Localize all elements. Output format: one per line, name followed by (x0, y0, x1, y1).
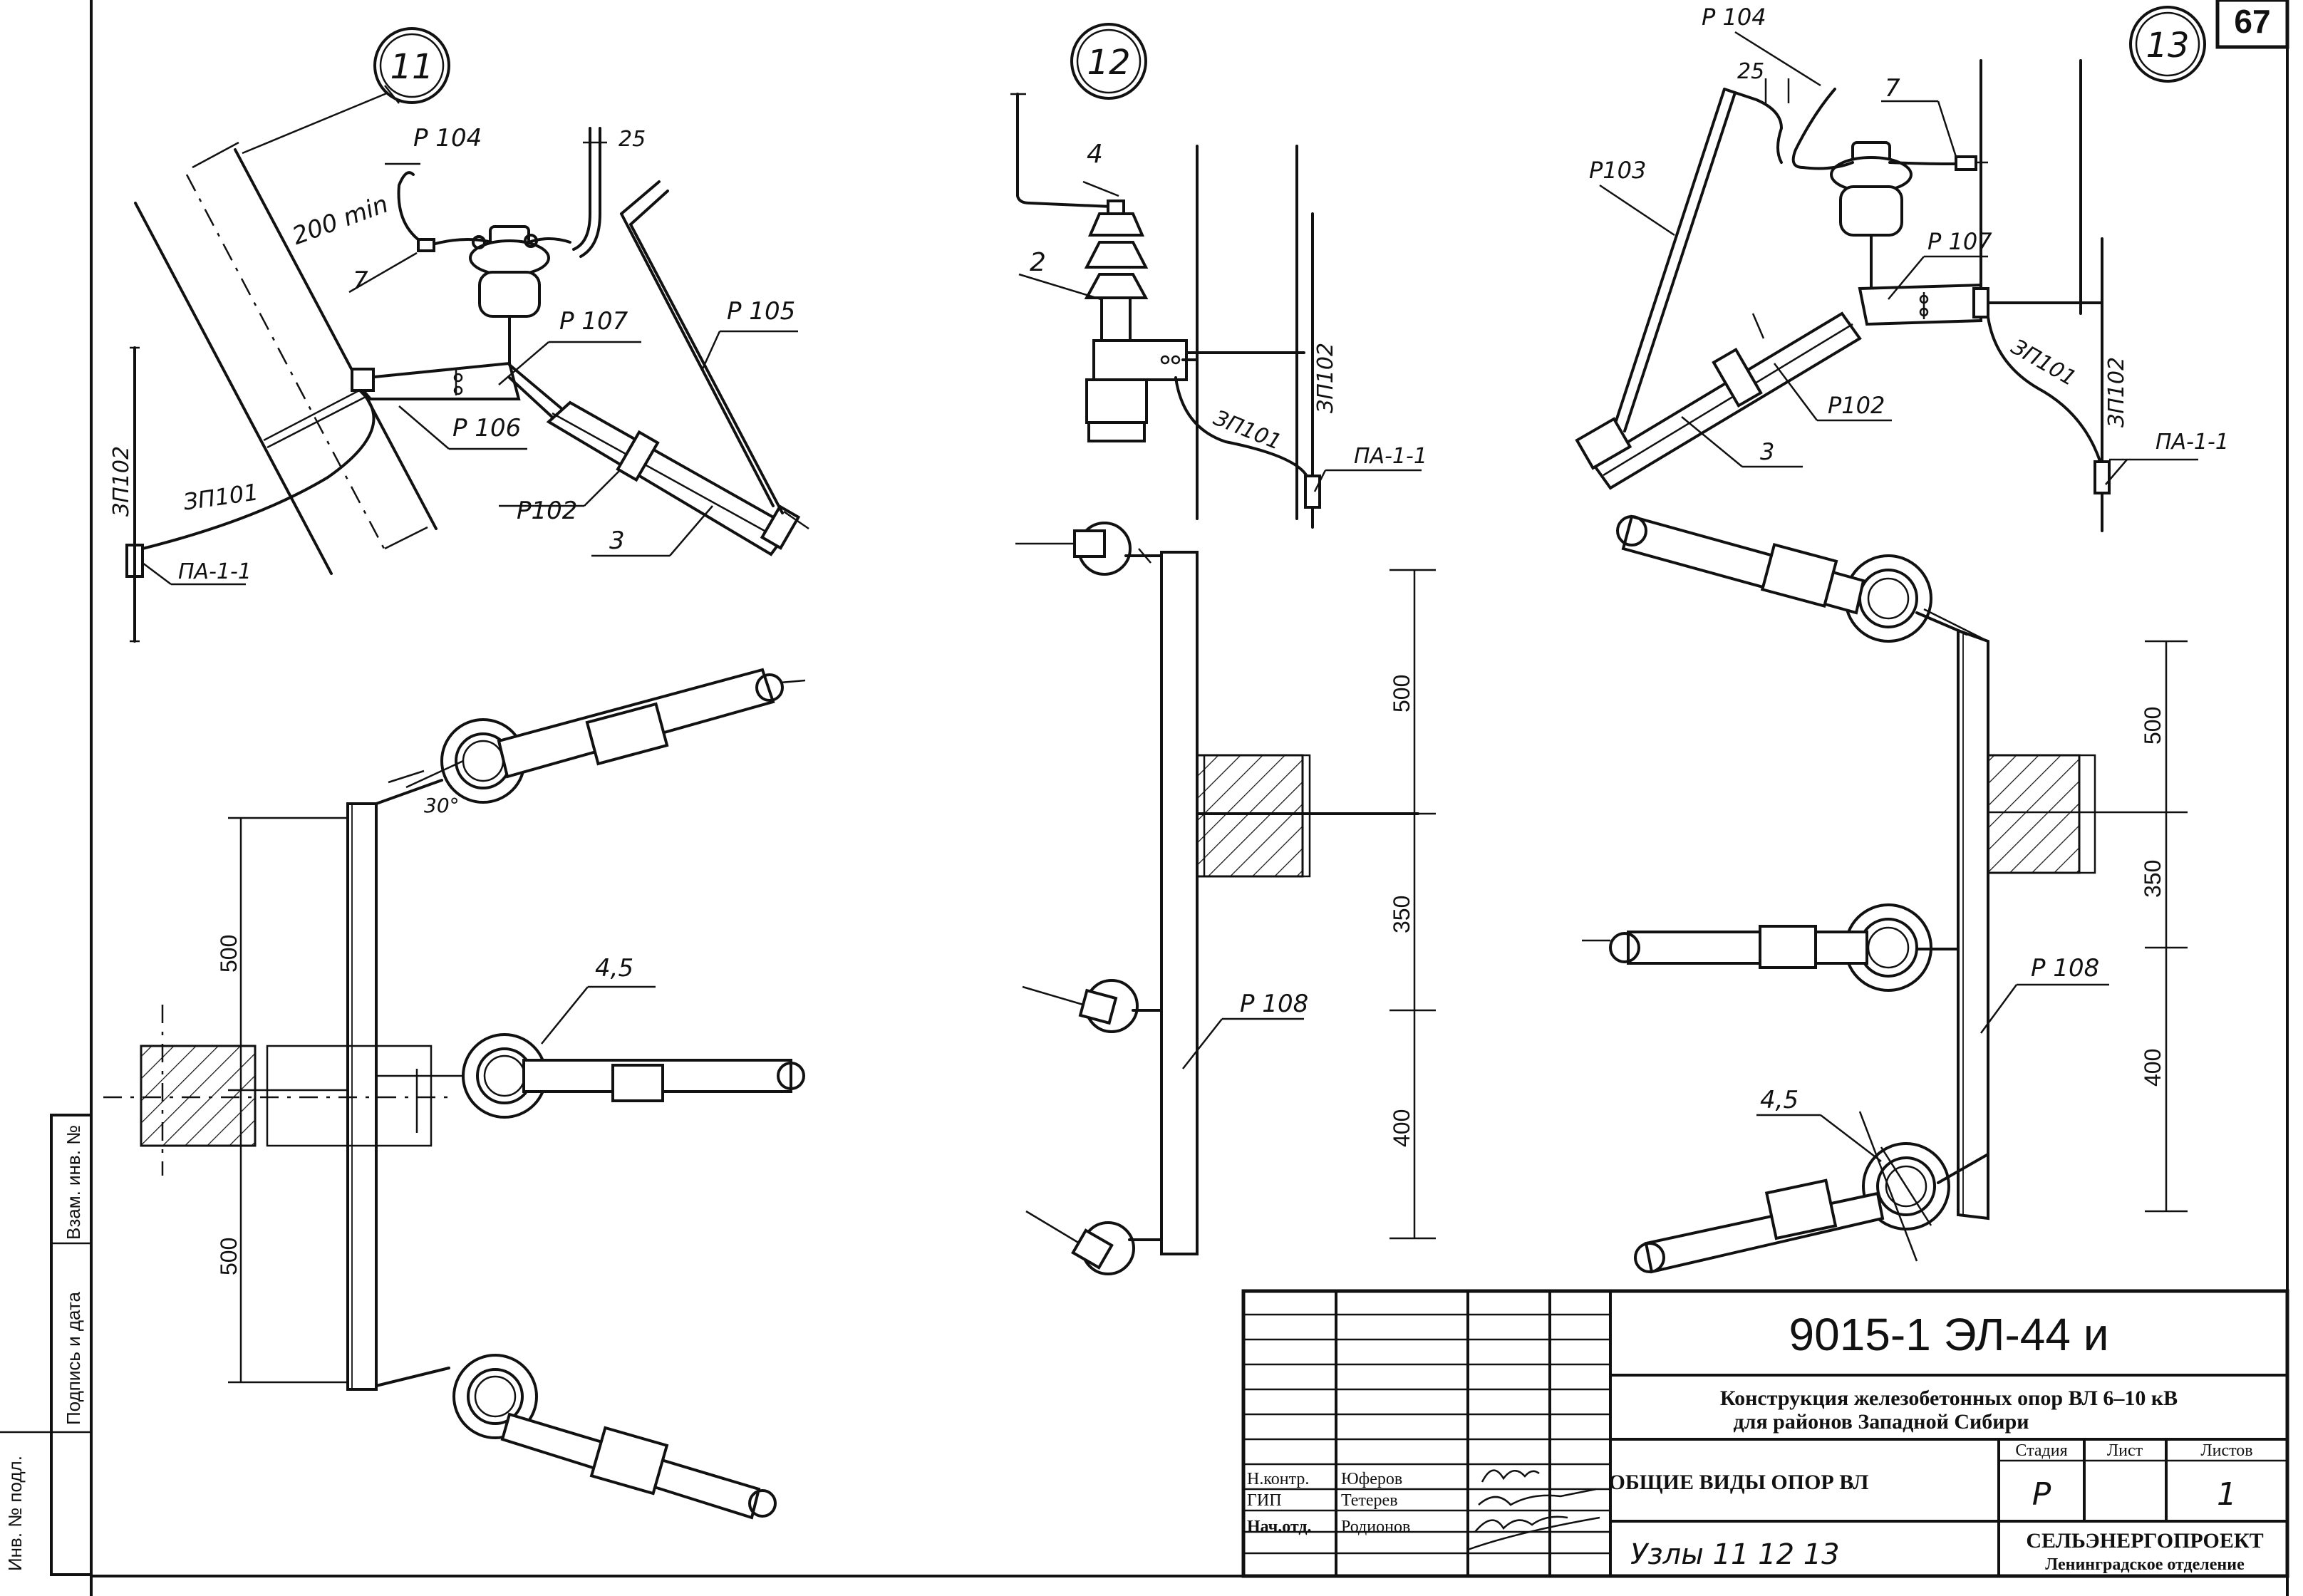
role-nachotd: Нач.отд. (1247, 1518, 1312, 1536)
label-p104: Р 104 (413, 124, 482, 152)
insulator-13: 7 (1801, 74, 1988, 294)
document-code: 9015-1 ЭЛ-44 и (1789, 1309, 2109, 1360)
node-12-label: 12 (1087, 43, 1130, 83)
label-zp101-13: ЗП101 (2007, 334, 2080, 391)
dim-500-lower: 500 (216, 1238, 242, 1275)
view-12-elevation: 4 2 ЗП101 ЗП102 ПА-1-1 (1010, 93, 1427, 529)
node-12-marker: 12 (1070, 23, 1147, 100)
insulator-12-plan-lower (1025, 1210, 1163, 1275)
node-13-label: 13 (2146, 26, 2189, 66)
inclined-pole-11 (134, 141, 438, 575)
drawing-title: ОБЩИЕ ВИДЫ ОПОР ВЛ (1609, 1471, 1869, 1494)
name-yuferov: Юферов (1341, 1470, 1402, 1488)
sidebar-vzam: Взам. инв. № (63, 1125, 84, 1240)
label-p107-13: Р 107 (1927, 228, 1992, 255)
sheet-header: Лист (2107, 1441, 2143, 1460)
arrester-13-plan-upper (1616, 514, 1989, 643)
label-25-13: 25 (1737, 59, 1764, 84)
sidebar-inv: Инв. № подл. (4, 1456, 26, 1571)
title-block: 9015-1 ЭЛ-44 и Конструкция железобетонны… (1241, 1289, 2289, 1578)
label-7-13: 7 (1885, 74, 1900, 103)
insulator-stack-12 (1084, 200, 1305, 442)
label-45-13: 4,5 (1760, 1086, 1799, 1114)
insulator-12-plan-upper (1015, 522, 1163, 576)
label-p102: Р102 (517, 497, 577, 525)
org-name: СЕЛЬЭНЕРГОПРОЕКТ (2026, 1529, 2263, 1553)
label-p103: Р103 (1589, 157, 1646, 184)
label-p104-13: Р 104 (1702, 4, 1766, 31)
insulator-12-plan-middle (1022, 979, 1163, 1033)
label-p107: Р 107 (559, 307, 628, 336)
node-11-label: 11 (390, 47, 433, 87)
label-zp102-12: ЗП102 (1313, 343, 1338, 413)
sheets-value: 1 (2217, 1476, 2237, 1513)
label-zp102-13: ЗП102 (2104, 357, 2129, 428)
arrester-13-plan-lower (1634, 1111, 1989, 1274)
label-pa-13: ПА-1-1 (2155, 430, 2229, 455)
label-p105: Р 105 (727, 297, 795, 326)
label-p108-13: Р 108 (2031, 954, 2099, 983)
label-30deg: 30° (424, 794, 460, 817)
dim-500-13: 500 (2140, 707, 2165, 745)
label-45-11: 4,5 (595, 954, 633, 983)
arrester-13: Р102 3 (1575, 311, 1892, 490)
label-4-12: 4 (1087, 140, 1103, 169)
role-gip: ГИП (1247, 1491, 1282, 1510)
dim-400-13: 400 (2140, 1049, 2165, 1087)
sheet-number: 67 (2234, 3, 2270, 40)
dim-500-upper: 500 (216, 935, 242, 973)
label-2-12: 2 (1030, 248, 1046, 277)
rod-p105 (620, 180, 784, 514)
label-pa-12: ПА-1-1 (1354, 444, 1427, 469)
crossarm-13: Р 107 (1858, 228, 2103, 326)
arrester-13-plan-middle (1582, 903, 1960, 992)
label-p108-12: Р 108 (1240, 990, 1308, 1018)
label-p106: Р 106 (452, 414, 521, 442)
label-25: 25 (619, 127, 646, 152)
view-11-elevation: 200 min (109, 85, 809, 643)
arrester-11-plan-middle (376, 1033, 805, 1133)
label-zp102: ЗП102 (109, 446, 134, 517)
stage-header: Стадия (2015, 1441, 2067, 1460)
view-11-plan: 30° 500 500 (103, 668, 806, 1520)
label-pa-11: ПА-1-1 (178, 559, 252, 584)
node-11-marker: 11 (373, 27, 450, 104)
crossarm-11 (350, 361, 564, 422)
dim-500-12: 500 (1389, 675, 1414, 712)
insulator-11 (426, 225, 571, 368)
view-13-plan: 500 350 400 Р 108 4,5 (1582, 514, 2188, 1274)
role-nkontr: Н.контр. (1247, 1470, 1309, 1488)
label-zp101: ЗП101 (182, 478, 260, 515)
label-p102-13: Р102 (1828, 392, 1885, 419)
view-13-elevation: 25 Р 104 Р103 7 (1575, 4, 2229, 532)
sheet-number-box: 67 (2215, 0, 2289, 49)
arrester-11-plan-lower (375, 1354, 777, 1520)
dim-350-12: 350 (1389, 896, 1414, 933)
arrester-11-plan-upper: 30° (375, 668, 806, 817)
label-3: 3 (609, 527, 625, 555)
description-line1: Конструкция железобетонных опор ВЛ 6–10 … (1720, 1387, 2178, 1410)
sheets-header: Листов (2200, 1441, 2252, 1460)
sidebar-podpis: Подпись и дата (63, 1291, 84, 1425)
view-12-plan: 500 350 400 Р 108 (1015, 522, 1436, 1275)
description-line2: для районов Западной Сибири (1733, 1410, 2029, 1434)
org-branch: Ленинградское отделение (2045, 1555, 2245, 1574)
name-rodionov: Родионов (1341, 1518, 1410, 1536)
binding-strip: Взам. инв. № Подпись и дата Инв. № подл. (0, 1114, 93, 1576)
drawing-subtitle: Узлы 11 12 13 (1630, 1538, 1840, 1571)
stage-value: Р (2032, 1476, 2051, 1513)
arrester-11 (546, 400, 809, 556)
name-teterev: Тетерев (1341, 1491, 1398, 1510)
dim-350-13: 350 (2140, 860, 2165, 898)
node-13-marker: 13 (2129, 6, 2206, 83)
signatures (1467, 1469, 1600, 1551)
dim-200min: 200 min (289, 190, 392, 251)
dim-400-12: 400 (1389, 1109, 1414, 1147)
label-3-13: 3 (1760, 438, 1774, 465)
label-7: 7 (353, 266, 368, 295)
